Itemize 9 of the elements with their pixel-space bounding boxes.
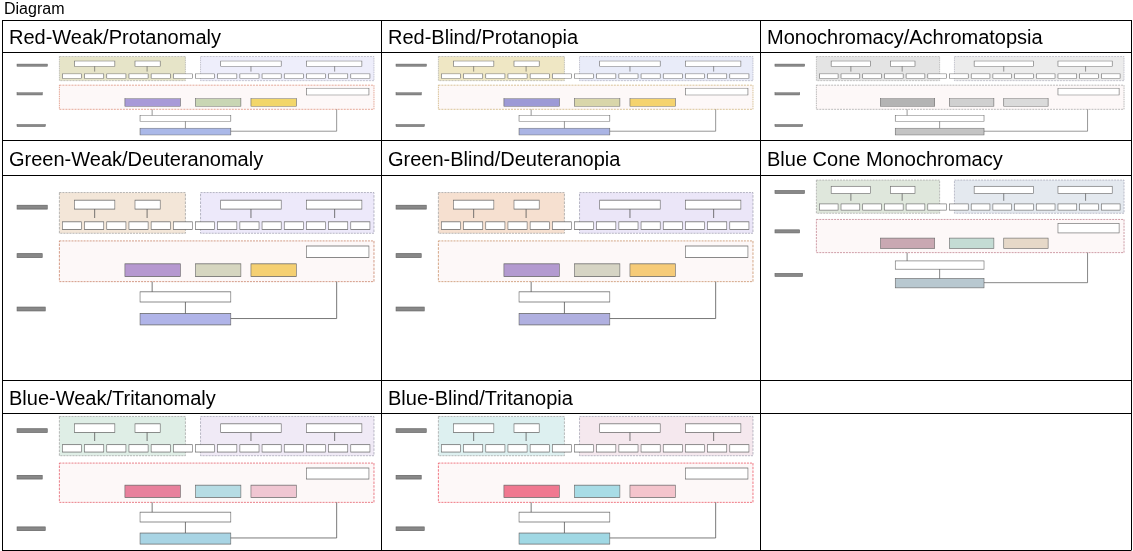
cell-heading: Blue-Weak/Tritanomaly xyxy=(9,385,216,410)
diagram-title: Diagram xyxy=(4,0,65,18)
cell-heading: Blue Cone Monochromacy xyxy=(767,146,1003,171)
cell-heading: Red-Blind/Protanopia xyxy=(388,25,579,49)
cell-heading: Red-Weak/Protanomaly xyxy=(9,25,221,49)
cell-heading: Green-Weak/Deuteranomaly xyxy=(9,146,264,171)
cell-heading: Monochromacy/Achromatopsia xyxy=(767,25,1043,49)
cell-heading: Green-Blind/Deuteranopia xyxy=(388,146,621,171)
cell-heading: Blue-Blind/Tritanopia xyxy=(388,385,573,410)
